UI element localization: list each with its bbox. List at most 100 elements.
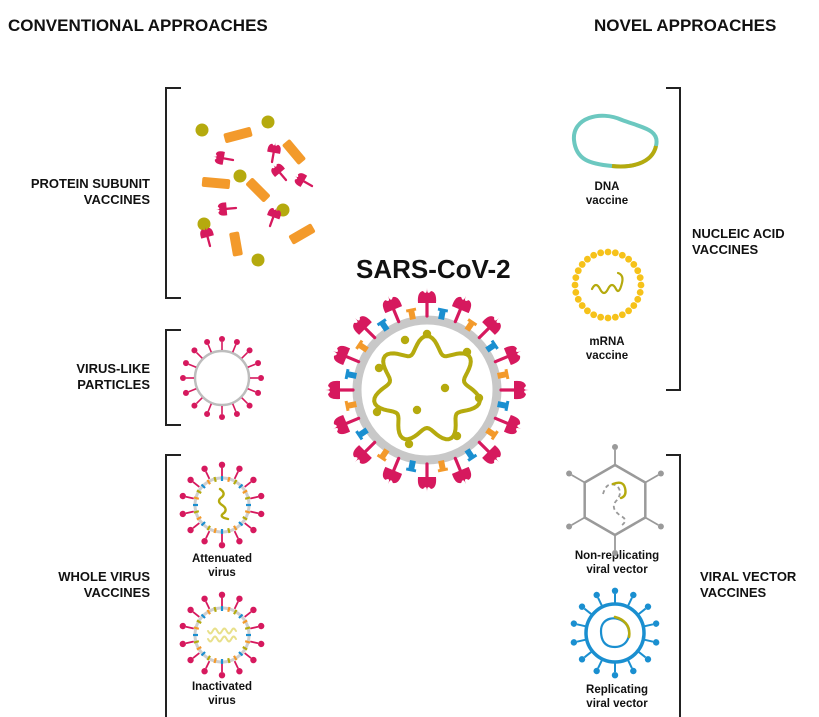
fiber-knob [657,523,664,530]
surface-protein [570,620,586,628]
non-replicating-vector-icon [566,444,664,556]
attenuated-line1: Attenuated [191,553,253,565]
surface-protein [187,522,200,534]
protein-stem [233,601,239,610]
spike-head [353,445,372,464]
protein-head [236,465,243,472]
mrna-strand [590,271,624,295]
membrane-protein [242,489,248,494]
protein-stem [244,481,252,488]
surface-protein [637,603,652,616]
surface-protein [201,595,211,610]
lipid-molecule [590,311,598,319]
surface-protein [244,476,257,488]
protein-stem [627,659,633,669]
protein-fragment [282,139,306,165]
bracket-virus-like-particles [165,329,181,426]
membrane-protein [200,613,206,619]
surface-protein [201,465,211,480]
spike-head [200,226,214,239]
surface-protein [201,530,211,545]
envelope-protein-cap [490,430,499,441]
spike-stem [278,171,288,182]
envelope-protein [437,307,449,320]
protein-head [179,492,187,500]
membrane-protein [233,655,238,661]
spike-protein [499,380,529,400]
protein-head [187,526,194,534]
protein-head [218,542,226,549]
spike-head [267,142,281,154]
protein-stem [192,652,200,659]
non-replicating-line2: viral vector [586,564,648,577]
nucleocapsid-protein [462,347,472,357]
protein-stem [185,510,194,515]
protein-stem [185,495,194,500]
spike-head [382,295,403,314]
spike-stem [363,440,377,454]
nucleic-acid-line1: NUCLEIC ACID [692,226,785,241]
protein-stem [188,387,197,393]
vlp-line2: PARTICLES [77,377,150,393]
envelope-protein-body [408,309,416,320]
protein-head [250,526,257,534]
protein-head [258,375,264,381]
envelope-protein [497,368,510,380]
adjuvant-particle [233,169,247,183]
membrane-protein [196,516,202,521]
surface-protein [204,403,213,418]
surface-protein [219,406,225,420]
surface-protein [182,360,197,369]
protein-stem [192,522,200,529]
membrane-protein [238,613,244,619]
protein-head [218,461,226,468]
protein-subunit-line2: VACCINES [83,192,150,208]
membrane-protein [244,510,251,514]
spike-stem [453,308,462,324]
surface-protein [570,638,586,646]
protein-head [630,667,637,675]
spike-protein [477,440,501,464]
adjuvant-particle [251,253,265,267]
protein-head [204,411,211,418]
spike-protein [271,163,288,182]
bracket-nucleic-acid [666,87,681,391]
protein-stem [644,638,654,643]
envelope-protein [344,400,357,412]
protein-stem [192,611,200,618]
whole-virus-line1: WHOLE VIRUS [58,569,150,584]
protein-stem [205,471,211,480]
lipid-molecule [634,295,642,303]
envelope-protein-cap [355,339,364,350]
fiber-knob [657,470,664,477]
dna-line1: DNA [594,181,620,193]
fiber-protein [644,516,659,526]
surface-protein [187,476,200,488]
envelope-protein-cap [467,318,478,327]
surface-protein [578,603,593,616]
lipid-molecule [618,251,626,259]
protein-stem [244,522,252,529]
plasmid-backbone [571,113,659,169]
membrane-protein [206,655,211,661]
spike-stem [477,440,491,454]
membrane-protein [193,496,200,500]
protein-head [182,389,189,396]
envelope-protein-cap [405,307,417,313]
fiber-protein [644,474,659,484]
spike-head [503,414,522,435]
fiber-knob [612,550,618,556]
dna-label: DNA vaccine [586,180,628,209]
protein-head [630,591,637,599]
mrna-lipid-nanoparticle-icon [571,248,645,322]
protein-stem [241,351,249,359]
whole-virus-line2: VACCINES [83,585,150,601]
nucleocapsid-protein [404,439,414,449]
lipid-molecule [611,313,619,321]
surface-protein [233,530,243,545]
inactivated-line1: Inactivated [191,681,253,693]
protein-head [201,465,208,472]
surface-protein [644,620,660,628]
lipid-molecule [584,255,591,263]
spike-protein [493,345,522,366]
